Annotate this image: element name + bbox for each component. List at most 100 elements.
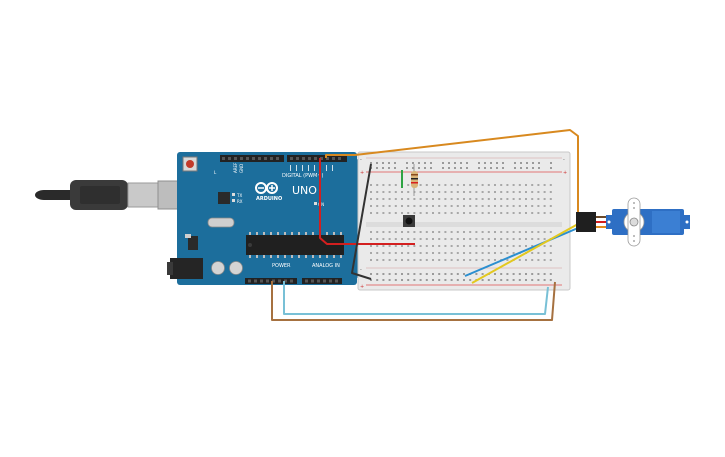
breadboard-hole[interactable] (376, 238, 379, 240)
breadboard-hole[interactable] (419, 205, 422, 207)
breadboard-hole[interactable] (394, 252, 397, 254)
breadboard-hole[interactable] (531, 273, 534, 275)
breadboard-hole[interactable] (518, 259, 521, 261)
breadboard-hole[interactable] (518, 279, 521, 281)
breadboard-hole[interactable] (450, 231, 453, 233)
breadboard-hole[interactable] (537, 184, 540, 186)
breadboard-hole[interactable] (487, 191, 490, 193)
breadboard-hole[interactable] (506, 212, 509, 214)
breadboard-hole[interactable] (413, 259, 416, 261)
usb-cable[interactable] (35, 180, 197, 210)
breadboard-hole[interactable] (407, 191, 410, 193)
breadboard-hole[interactable] (425, 231, 428, 233)
breadboard-hole[interactable] (382, 238, 385, 240)
breadboard-hole[interactable] (382, 191, 385, 193)
breadboard-hole[interactable] (463, 205, 465, 207)
breadboard-hole[interactable] (444, 212, 447, 214)
breadboard-hole[interactable] (425, 212, 428, 214)
breadboard-hole[interactable] (456, 205, 459, 207)
breadboard-hole[interactable] (419, 191, 422, 193)
breadboard-hole[interactable] (456, 184, 459, 186)
breadboard-hole[interactable] (407, 238, 410, 240)
breadboard-hole[interactable] (456, 238, 459, 240)
breadboard-hole[interactable] (432, 245, 434, 247)
breadboard-hole[interactable] (469, 259, 472, 261)
breadboard-hole[interactable] (481, 238, 484, 240)
breadboard-hole[interactable] (494, 252, 496, 254)
breadboard-hole[interactable] (463, 279, 465, 281)
breadboard-hole[interactable] (463, 252, 465, 254)
breadboard-hole[interactable] (388, 191, 391, 193)
breadboard-hole[interactable] (450, 273, 453, 275)
breadboard-hole[interactable] (512, 191, 515, 193)
breadboard-hole[interactable] (512, 273, 515, 275)
breadboard-hole[interactable] (549, 212, 552, 214)
breadboard-hole[interactable] (481, 245, 484, 247)
breadboard-hole[interactable] (525, 259, 527, 261)
breadboard-hole[interactable] (549, 259, 552, 261)
breadboard-hole[interactable] (481, 279, 484, 281)
breadboard-hole[interactable] (506, 191, 509, 193)
breadboard-hole[interactable] (549, 191, 552, 193)
breadboard-hole[interactable] (518, 231, 521, 233)
breadboard-hole[interactable] (450, 212, 453, 214)
power-jack[interactable] (170, 258, 203, 279)
breadboard-hole[interactable] (475, 212, 478, 214)
breadboard-hole[interactable] (425, 184, 428, 186)
breadboard-hole[interactable] (419, 259, 422, 261)
resistor[interactable] (411, 164, 418, 196)
breadboard-hole[interactable] (450, 184, 453, 186)
breadboard-hole[interactable] (432, 238, 434, 240)
breadboard-hole[interactable] (518, 191, 521, 193)
breadboard-hole[interactable] (500, 231, 503, 233)
breadboard-hole[interactable] (475, 245, 478, 247)
breadboard-hole[interactable] (413, 245, 416, 247)
breadboard-hole[interactable] (388, 198, 391, 200)
breadboard-hole[interactable] (376, 279, 379, 281)
pushbutton[interactable] (403, 215, 415, 227)
breadboard-hole[interactable] (382, 198, 385, 200)
breadboard-hole[interactable] (394, 198, 397, 200)
breadboard-hole[interactable] (419, 238, 422, 240)
breadboard-hole[interactable] (487, 252, 490, 254)
breadboard-hole[interactable] (401, 259, 403, 261)
breadboard-hole[interactable] (450, 191, 453, 193)
breadboard-hole[interactable] (506, 231, 509, 233)
breadboard-hole[interactable] (531, 231, 534, 233)
breadboard-hole[interactable] (425, 245, 428, 247)
breadboard-hole[interactable] (475, 238, 478, 240)
breadboard-hole[interactable] (370, 273, 372, 275)
breadboard-hole[interactable] (370, 279, 372, 281)
breadboard-hole[interactable] (450, 238, 453, 240)
breadboard-hole[interactable] (388, 279, 391, 281)
breadboard-hole[interactable] (401, 205, 403, 207)
breadboard-hole[interactable] (376, 245, 379, 247)
breadboard-hole[interactable] (432, 273, 434, 275)
breadboard-hole[interactable] (531, 245, 534, 247)
breadboard-hole[interactable] (525, 205, 527, 207)
breadboard-hole[interactable] (444, 191, 447, 193)
breadboard-hole[interactable] (438, 238, 441, 240)
breadboard-hole[interactable] (469, 191, 472, 193)
breadboard-hole[interactable] (525, 191, 527, 193)
breadboard-hole[interactable] (388, 212, 391, 214)
breadboard-hole[interactable] (419, 198, 422, 200)
breadboard-hole[interactable] (543, 184, 546, 186)
breadboard-hole[interactable] (425, 198, 428, 200)
breadboard-hole[interactable] (425, 279, 428, 281)
breadboard-hole[interactable] (407, 245, 410, 247)
breadboard-hole[interactable] (401, 212, 403, 214)
breadboard-hole[interactable] (419, 184, 422, 186)
breadboard-hole[interactable] (444, 198, 447, 200)
breadboard-hole[interactable] (531, 252, 534, 254)
breadboard-hole[interactable] (475, 191, 478, 193)
breadboard-hole[interactable] (469, 198, 472, 200)
breadboard-hole[interactable] (376, 259, 379, 261)
breadboard-hole[interactable] (382, 279, 385, 281)
breadboard-hole[interactable] (549, 231, 552, 233)
breadboard-hole[interactable] (481, 205, 484, 207)
red-wire-board[interactable] (319, 158, 415, 245)
breadboard-hole[interactable] (376, 184, 379, 186)
breadboard-hole[interactable] (419, 279, 422, 281)
breadboard-hole[interactable] (432, 191, 434, 193)
